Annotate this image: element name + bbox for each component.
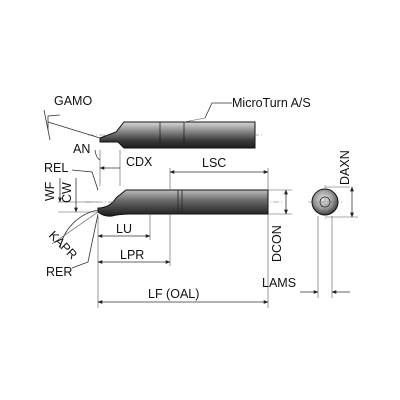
- label-cdx: CDX: [126, 155, 153, 169]
- label-wf: WF: [43, 181, 57, 201]
- top-tool-view: [88, 117, 262, 149]
- label-lu: LU: [116, 222, 132, 236]
- label-an: AN: [73, 142, 90, 156]
- middle-tool-view: [86, 189, 282, 217]
- end-view: [308, 185, 342, 219]
- label-daxn: DAXN: [338, 150, 352, 185]
- label-dcon: DCON: [270, 225, 284, 262]
- label-kapr: KAPR: [46, 228, 80, 262]
- label-cw: CW: [60, 182, 74, 203]
- label-rel: REL: [44, 161, 68, 175]
- dimension-lines: [43, 102, 358, 308]
- label-microturn: MicroTurn A/S: [232, 96, 311, 110]
- label-lams: LAMS: [262, 276, 296, 290]
- label-lpr: LPR: [120, 248, 144, 262]
- label-lsc: LSC: [202, 156, 226, 170]
- label-rer: RER: [46, 265, 72, 279]
- label-gamo: GAMO: [54, 94, 92, 108]
- label-lf: LF (OAL): [148, 287, 199, 301]
